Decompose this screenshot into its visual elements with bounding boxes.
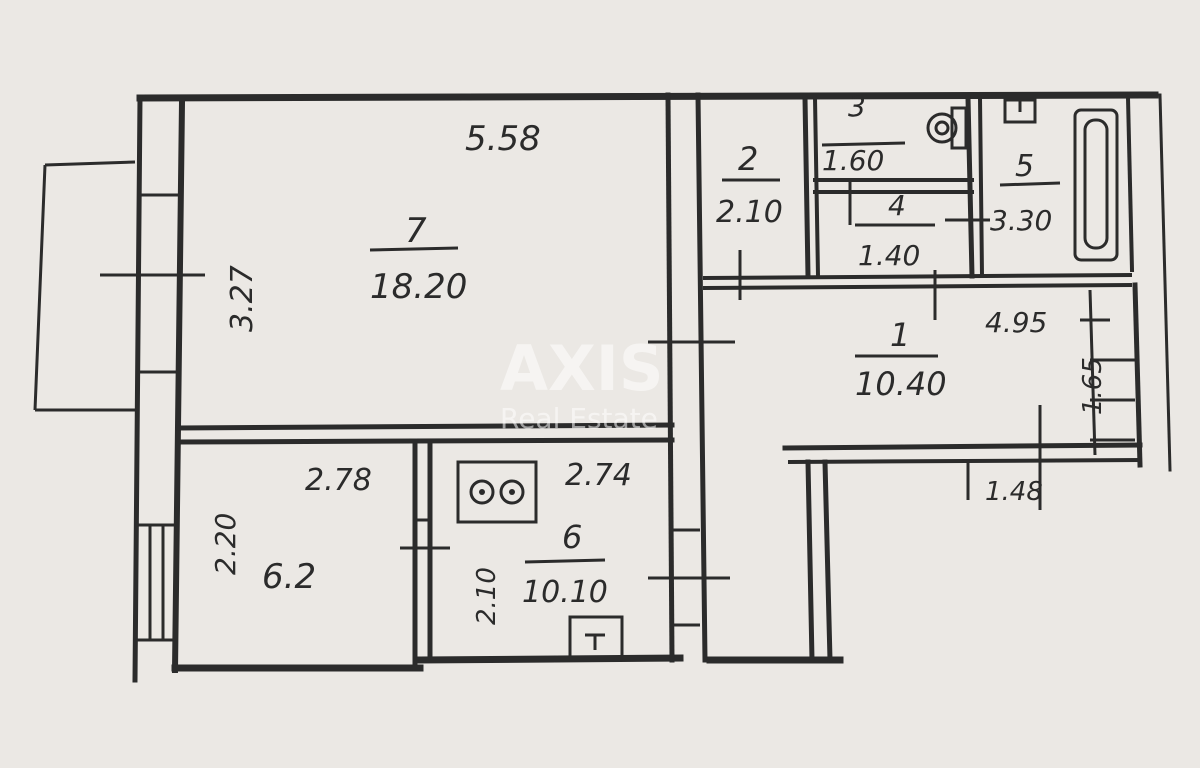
watermark-subtitle: Real Estate xyxy=(500,402,658,435)
room-4-number: 4 xyxy=(888,189,906,222)
stove-icon xyxy=(456,460,538,524)
balcony xyxy=(33,160,136,412)
sink-icon xyxy=(1003,98,1037,124)
room-7-depth: 3.27 xyxy=(225,265,260,332)
room-7-area: 18.20 xyxy=(370,267,467,307)
room-4-area: 1.40 xyxy=(858,239,920,272)
room-1-side: 1.48 xyxy=(985,477,1043,507)
room-1-area: 10.40 xyxy=(855,365,947,403)
room-62-width: 2.78 xyxy=(305,463,372,498)
room-2-number: 2 xyxy=(738,140,758,178)
room-1-number: 1 xyxy=(890,316,910,354)
watermark-logo: AXIS Real Estate xyxy=(500,332,664,435)
kitchen-sink-icon xyxy=(568,615,624,661)
room-62-depth: 2.20 xyxy=(209,513,242,575)
bathtub-icon xyxy=(1073,108,1119,262)
room-7-width: 5.58 xyxy=(465,119,541,159)
room-1-depth: 1.65 xyxy=(1078,357,1108,415)
room-6-number: 6 xyxy=(562,518,582,556)
room-3-area: 1.60 xyxy=(822,144,884,177)
room-6-depth: 2.10 xyxy=(472,567,502,625)
room-6-width: 2.74 xyxy=(565,458,632,493)
room-6-area: 10.10 xyxy=(522,575,608,610)
fraction-bars xyxy=(369,141,1061,564)
room-5-number: 5 xyxy=(1015,149,1034,184)
watermark-brand: AXIS xyxy=(500,332,664,405)
room-1-width: 4.95 xyxy=(985,306,1047,339)
room-2-area: 2.10 xyxy=(716,195,783,230)
room-62-area: 6.2 xyxy=(262,557,316,597)
room-3-number: 3 xyxy=(848,90,866,123)
toilet-icon xyxy=(926,106,968,150)
walls xyxy=(100,91,1172,683)
room-7-number: 7 xyxy=(405,211,427,251)
room-5-area: 3.30 xyxy=(990,204,1052,237)
